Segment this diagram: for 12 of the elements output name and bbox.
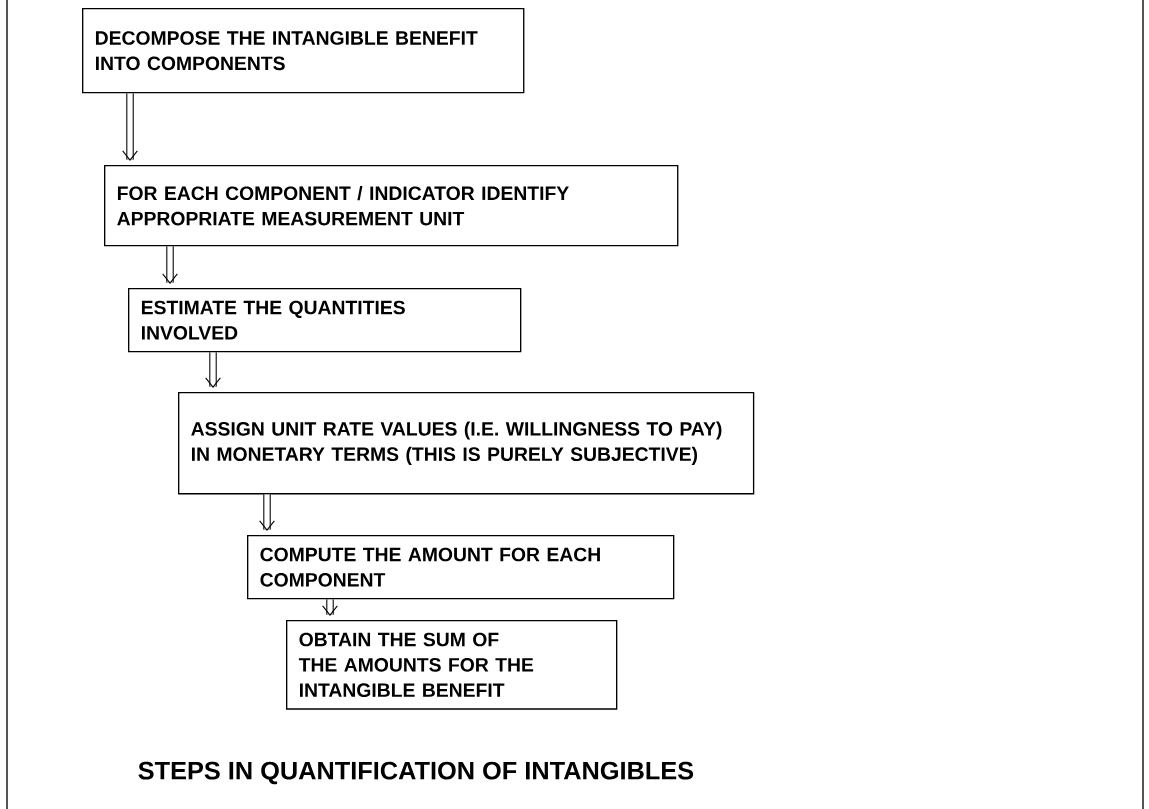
process-box: ASSIGN UNIT RATE VALUES (I.E. WILLINGNESS TO PAY) IN MONETARY TERMS (THIS IS PURELY SUBJECTIVE) <box>178 392 755 495</box>
process-box: DECOMPOSE THE INTANGIBLE BENEFIT INTO COMPONENTS <box>82 8 525 94</box>
arrow <box>122 93 138 161</box>
arrow <box>162 246 178 284</box>
arrow <box>205 352 221 388</box>
process-box: OBTAIN THE SUM OF THE AMOUNTS FOR THE INTANGIBLE BENEFIT <box>286 620 618 710</box>
caption: STEPS IN QUANTIFICATION OF INTANGIBLES <box>138 761 694 785</box>
process-box: FOR EACH COMPONENT / INDICATOR IDENTIFY APPROPRIATE MEASUREMENT UNIT <box>104 165 679 247</box>
arrow <box>259 494 275 531</box>
process-box: ESTIMATE THE QUANTITIES INVOLVED <box>128 288 522 353</box>
process-box: COMPUTE THE AMOUNT FOR EACH COMPONENT <box>247 535 675 600</box>
arrow <box>322 599 338 616</box>
